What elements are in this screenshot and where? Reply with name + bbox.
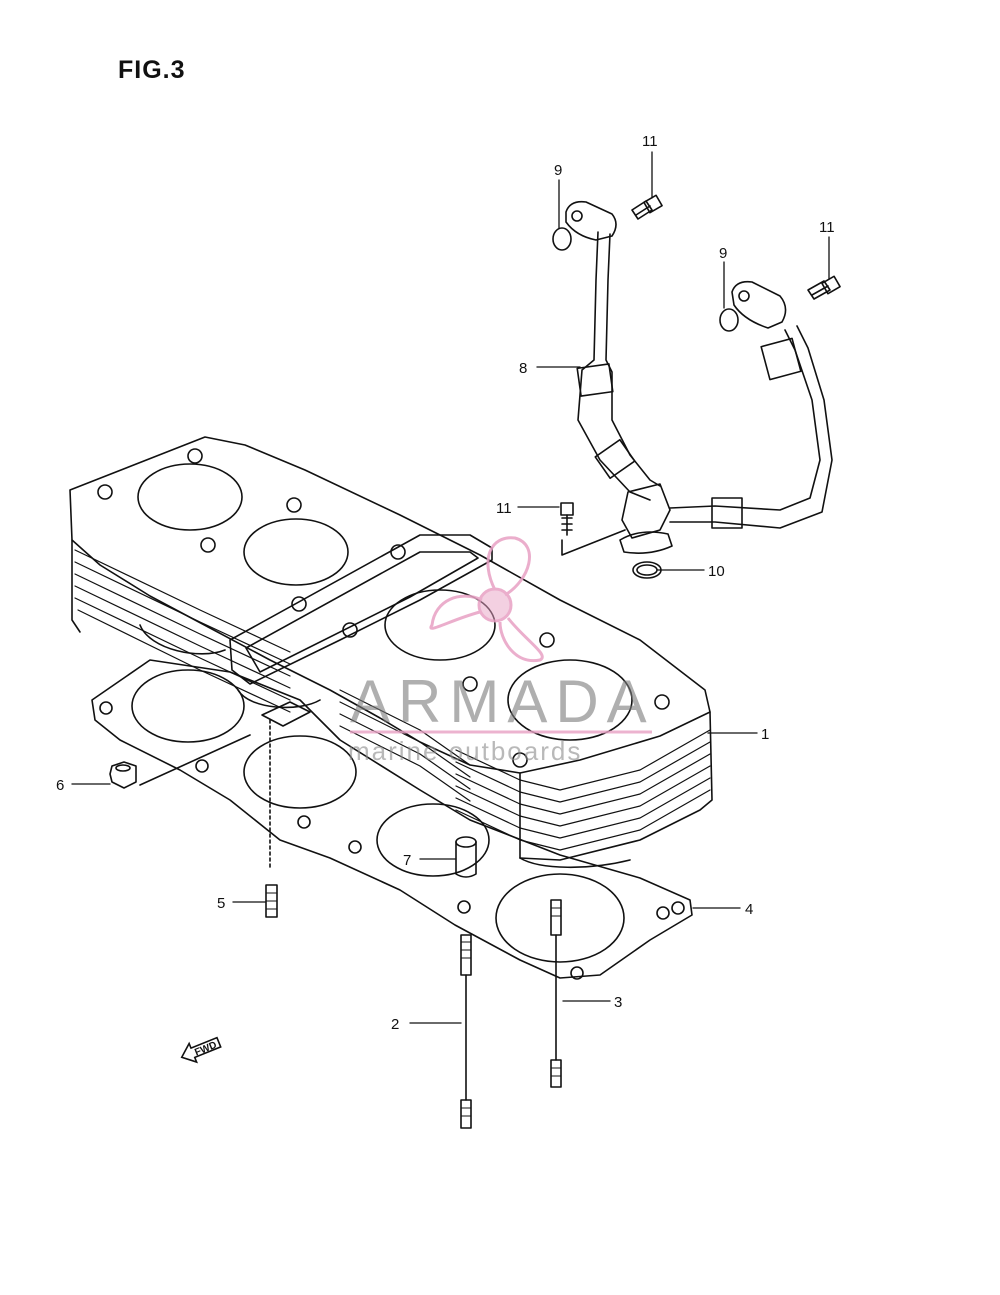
small-stud xyxy=(265,884,278,918)
callout-10: 10 xyxy=(708,563,725,580)
callout-9-left: 9 xyxy=(554,162,562,179)
figure-title: FIG.3 xyxy=(118,56,186,84)
nut xyxy=(109,734,251,789)
cylinder-stud-short xyxy=(550,899,562,1088)
callout-1: 1 xyxy=(761,726,769,743)
callout-2: 2 xyxy=(391,1016,399,1033)
cylinder-block xyxy=(69,436,713,869)
callout-11-right: 11 xyxy=(819,219,835,236)
callout-9-right: 9 xyxy=(719,245,727,262)
bolts xyxy=(560,194,841,556)
watermark-tagline: marine outboards xyxy=(348,736,582,766)
callout-3: 3 xyxy=(614,994,622,1011)
callout-11-top: 11 xyxy=(642,133,658,150)
callout-4: 4 xyxy=(745,901,753,918)
callout-7: 7 xyxy=(403,852,411,869)
leader-lines xyxy=(71,151,830,1024)
callout-8: 8 xyxy=(519,360,527,377)
propeller-logo-icon xyxy=(429,536,544,663)
callout-6: 6 xyxy=(56,777,64,794)
callout-11-left: 11 xyxy=(496,500,512,517)
watermark-brand: ARMADA xyxy=(350,668,655,735)
dowel-pin xyxy=(455,836,477,878)
oil-hose-assembly xyxy=(565,200,833,554)
o-rings xyxy=(552,227,739,579)
fwd-arrow-icon: FWD xyxy=(180,1036,222,1064)
callout-5: 5 xyxy=(217,895,225,912)
cylinder-base-gasket xyxy=(91,659,693,980)
cylinder-stud-long xyxy=(460,934,472,1129)
fwd-label: FWD xyxy=(193,1040,218,1059)
armada-watermark: ARMADA marine outboards xyxy=(348,536,655,766)
callout-labels: 1 2 3 4 5 6 7 8 9 9 10 11 11 11 xyxy=(56,133,835,1033)
